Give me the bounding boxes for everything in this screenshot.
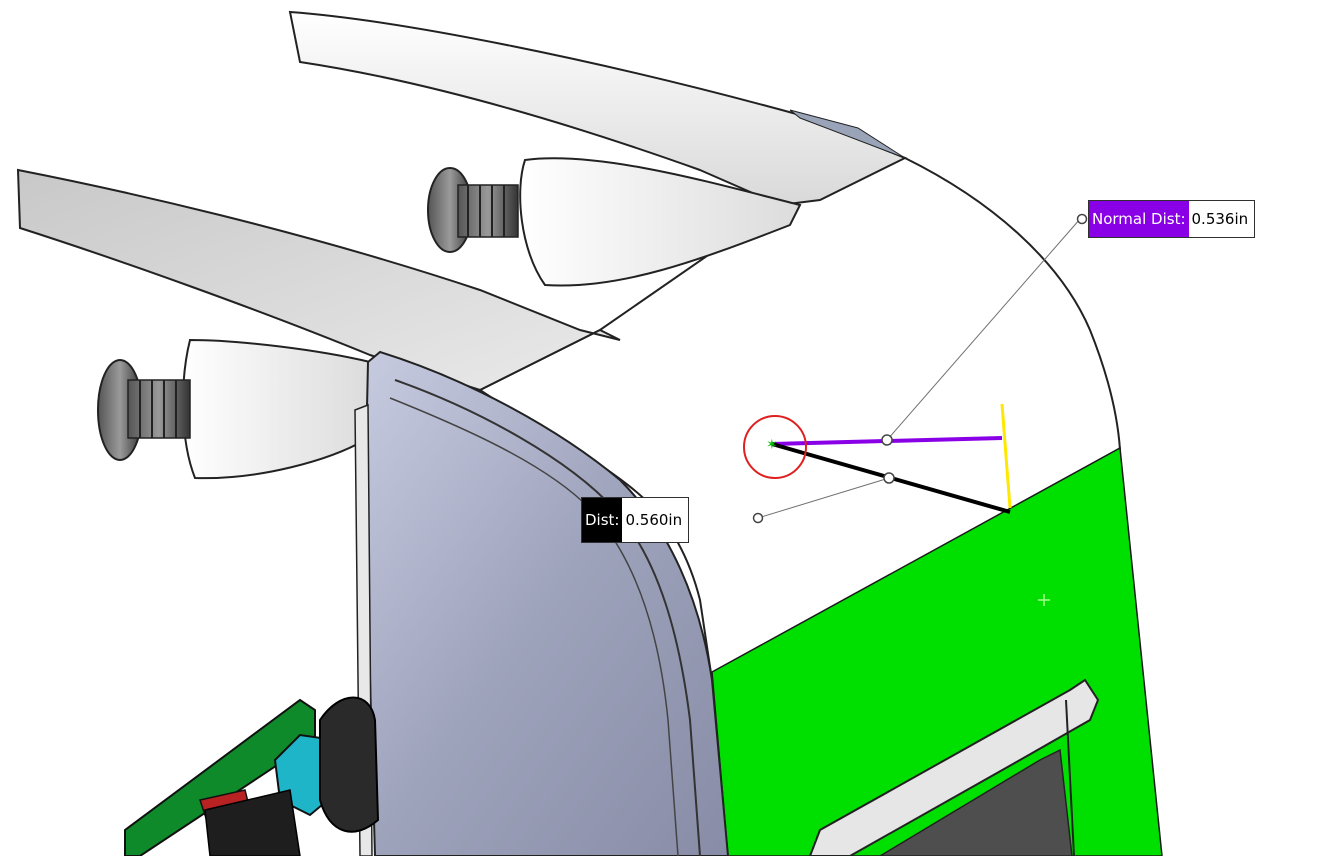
red-circle-icon <box>743 415 807 479</box>
top-fin-upper[interactable] <box>288 10 908 207</box>
screw-boss-lower <box>182 338 372 480</box>
leader-handle[interactable] <box>883 472 895 484</box>
normal-distance-callout[interactable]: Normal Dist: 0.536in <box>1088 200 1256 238</box>
leader-handle[interactable] <box>752 512 764 524</box>
green-star-icon: ✶ <box>766 437 778 453</box>
distance-label: Dist: <box>582 498 623 542</box>
top-fin-lower[interactable] <box>16 168 621 392</box>
leader-handle[interactable] <box>881 434 893 446</box>
display-frame <box>808 678 1100 856</box>
dark-part <box>204 789 301 856</box>
normal-distance-label: Normal Dist: <box>1089 201 1189 237</box>
normal-dist-leader <box>886 218 1081 441</box>
screw-upper <box>427 167 519 253</box>
display-bezel-edge <box>1065 699 1075 856</box>
screw-boss-upper <box>519 157 802 287</box>
screw-lower <box>97 359 191 461</box>
distance-value: 0.560in <box>622 498 689 542</box>
selected-edge[interactable] <box>1000 403 1012 509</box>
front-bezel[interactable] <box>363 350 730 856</box>
dist-leader <box>757 477 890 519</box>
distance-callout[interactable]: Dist: 0.560in <box>581 497 690 543</box>
normal-distance-value: 0.536in <box>1188 201 1255 237</box>
display-screen <box>878 748 1073 856</box>
motor-black <box>319 696 380 833</box>
fin-tip <box>789 109 906 159</box>
leader-handle[interactable] <box>1076 213 1088 225</box>
